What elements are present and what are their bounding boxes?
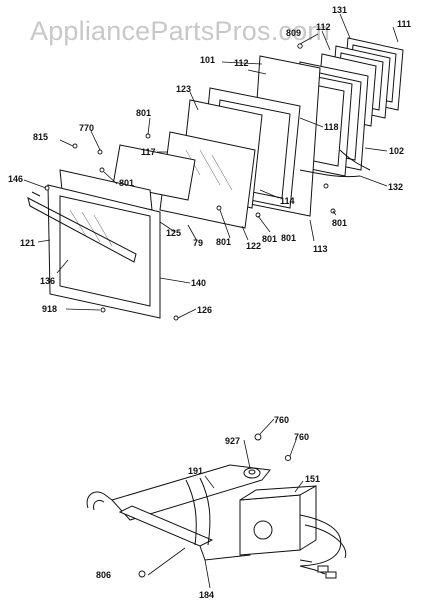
callout-122: 122: [246, 241, 261, 251]
callout-801-b: 801: [332, 218, 347, 228]
callout-121: 121: [20, 238, 35, 248]
callout-114: 114: [280, 196, 295, 206]
callout-184: 184: [199, 590, 214, 600]
callout-801-c: 801: [119, 178, 134, 188]
callout-113: 113: [313, 244, 328, 254]
callout-809: 809: [286, 28, 301, 38]
callout-125: 125: [166, 228, 181, 238]
callout-101: 101: [200, 55, 215, 65]
callout-770: 770: [79, 123, 94, 133]
callout-140: 140: [191, 278, 206, 288]
callout-801-f: 801: [262, 234, 277, 244]
callout-111: 111: [397, 19, 411, 29]
callout-79: 79: [193, 238, 203, 248]
callout-151: 151: [305, 474, 320, 484]
callout-131: 131: [332, 5, 347, 15]
callout-191: 191: [188, 466, 203, 476]
callout-801-d: 801: [216, 237, 231, 247]
callout-760-a: 760: [274, 415, 289, 425]
callout-815: 815: [33, 132, 48, 142]
callout-118: 118: [324, 122, 339, 132]
outer-door-panel: [27, 169, 161, 319]
callout-112: 112: [234, 58, 249, 68]
callout-927: 927: [225, 436, 240, 446]
callout-146: 146: [8, 174, 23, 184]
callout-760-b: 760: [294, 432, 309, 442]
callout-102: 102: [389, 146, 404, 156]
callout-132: 132: [388, 182, 403, 192]
callout-136: 136: [40, 276, 55, 286]
callout-123: 123: [176, 84, 191, 94]
callout-117: 117: [141, 147, 156, 157]
callout-126: 126: [197, 305, 212, 315]
door-assembly: 131 111 809 112 101 112 123 118 102 132 …: [8, 5, 411, 321]
callout-918: 918: [42, 304, 57, 314]
hinge-assembly: 760 927 760 191 151 806 184: [86, 415, 347, 600]
callout-801-e: 801: [281, 233, 296, 243]
callout-801-a: 801: [136, 108, 151, 118]
callout-112-rear: 112: [316, 22, 331, 32]
watermark-text: AppliancePartsPros.com: [30, 16, 330, 46]
door-leader-lines: [23, 13, 399, 319]
callout-806: 806: [96, 570, 111, 580]
